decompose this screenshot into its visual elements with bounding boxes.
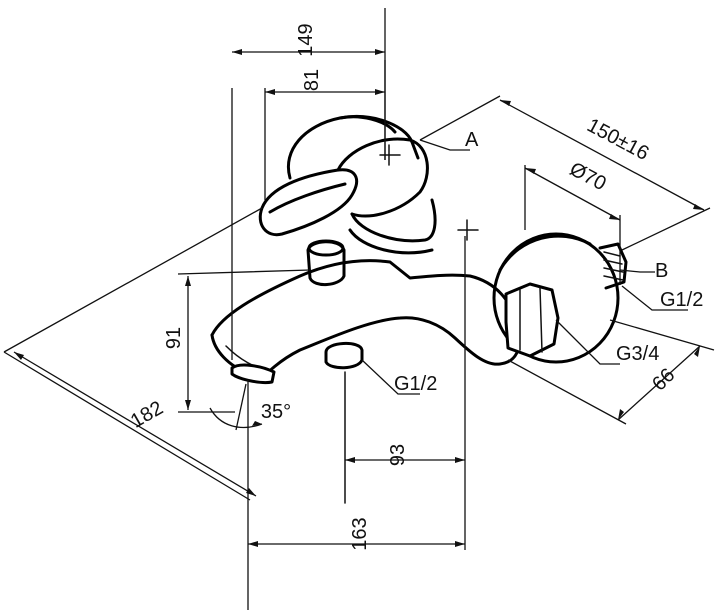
- dimension-lines: [3, 8, 715, 610]
- dim-91-label: 91: [163, 327, 185, 349]
- callout-thread-g12-right: G1/2: [660, 289, 703, 311]
- callout-a: A: [465, 129, 479, 151]
- dim-150-label: 150±16: [583, 114, 652, 165]
- dim-149-label: 149: [295, 23, 317, 56]
- dim-163-label: 163: [349, 517, 371, 550]
- dim-81-label: 81: [301, 69, 323, 91]
- faucet-body: [210, 115, 628, 504]
- dim-dia70-label: Ø70: [566, 158, 610, 195]
- callout-thread-g12-bottom: G1/2: [394, 373, 437, 395]
- callout-thread-g34: G3/4: [616, 343, 659, 365]
- dim-182-label: 182: [127, 397, 167, 433]
- dim-93-label: 93: [387, 444, 409, 466]
- callout-b: B: [655, 260, 668, 282]
- dim-35deg-label: 35°: [261, 401, 291, 423]
